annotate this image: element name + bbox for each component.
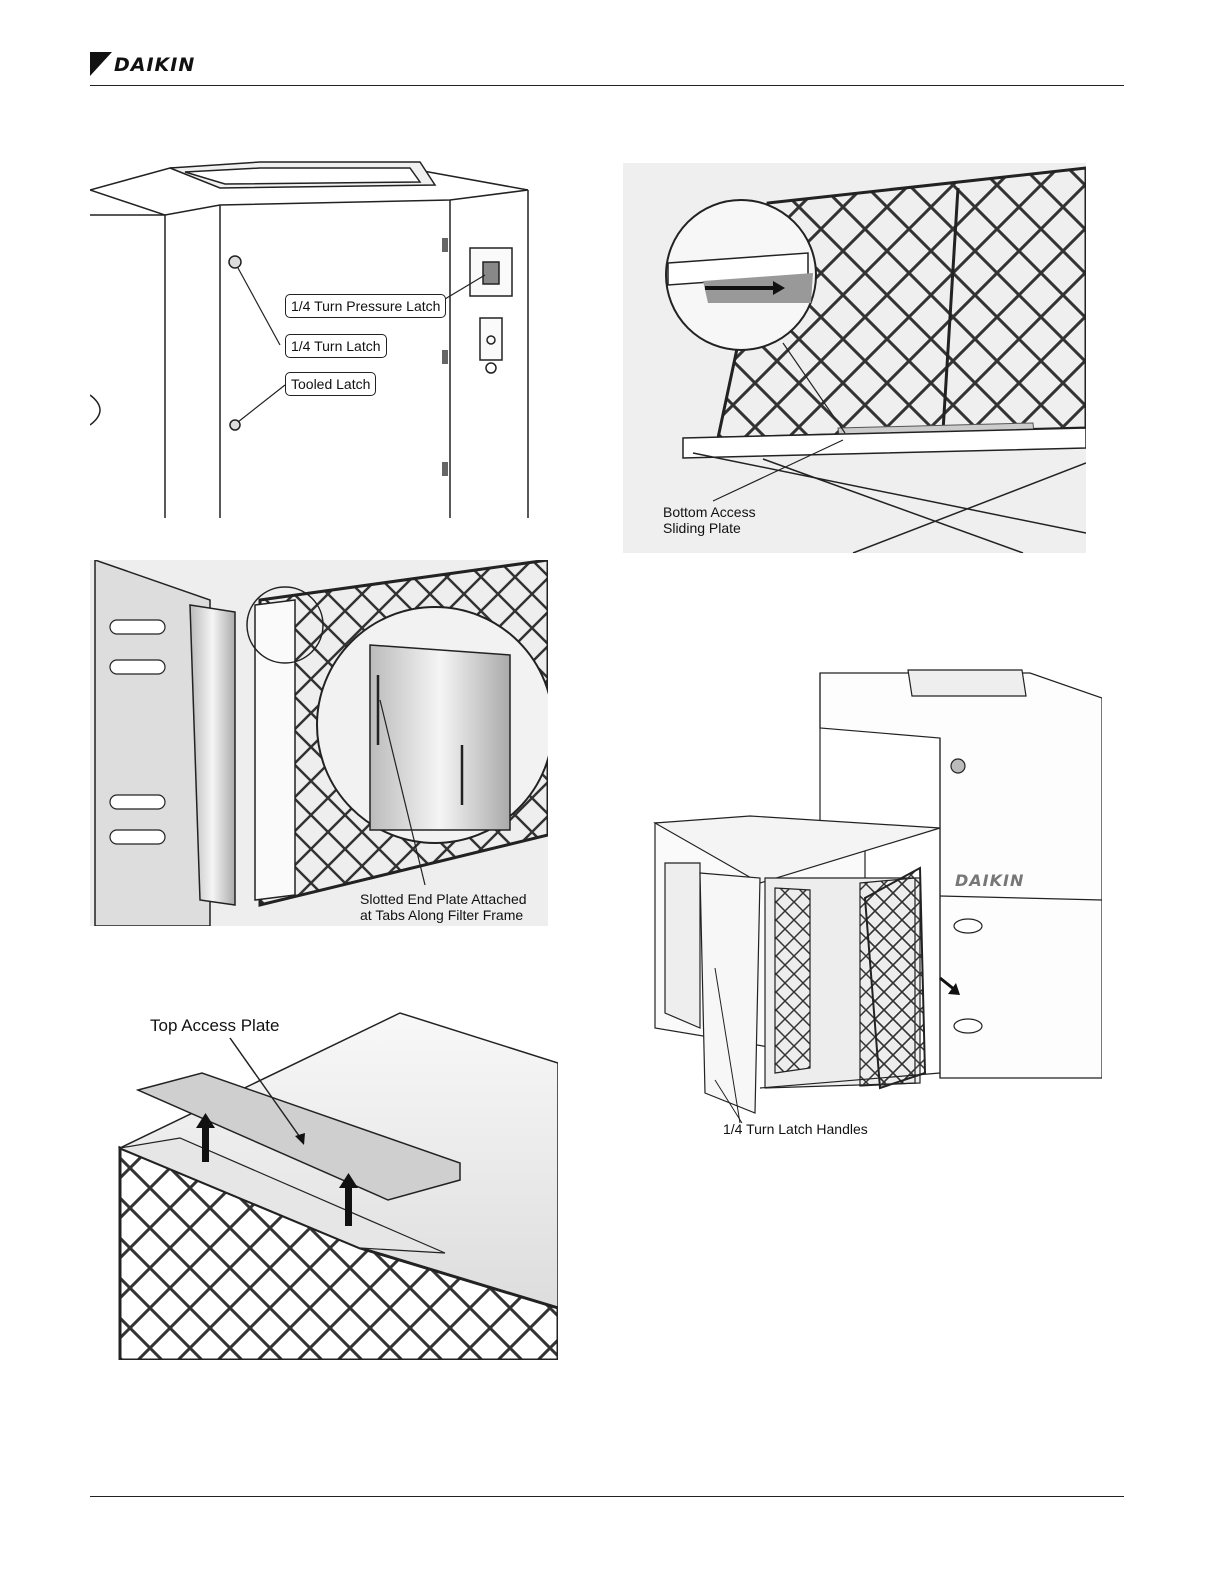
figure-bottom-access-plate: Bottom Access Sliding Plate <box>623 163 1086 553</box>
figure-top-access-plate: Top Access Plate <box>90 1008 558 1360</box>
unit-brand-mark: DAIKIN <box>955 871 1024 890</box>
header-rule <box>90 85 1124 86</box>
callout-tooled-latch: Tooled Latch <box>285 372 376 396</box>
label-top-access-plate: Top Access Plate <box>150 1016 279 1035</box>
figure-access-door-latches: 1/4 Turn Pressure Latch 1/4 Turn Latch T… <box>90 160 530 518</box>
label-bottom-access-line2: Sliding Plate <box>663 520 741 536</box>
callout-turn-latch: 1/4 Turn Latch <box>285 334 387 358</box>
figure-unit-filter-removal: DAIKIN 1/4 Turn Latch Handles <box>650 668 1102 1140</box>
bottom-access-drawing <box>623 163 1086 553</box>
callout-pressure-latch: 1/4 Turn Pressure Latch <box>285 294 446 318</box>
logo-brand-text: DAIKIN <box>114 54 195 76</box>
daikin-logo: DAIKIN <box>90 50 220 80</box>
figure-slotted-end-plate: Slotted End Plate Attached at Tabs Along… <box>90 560 548 926</box>
label-slotted-line2: at Tabs Along Filter Frame <box>360 907 523 923</box>
daikin-logo-icon <box>90 50 114 80</box>
label-slotted-line1: Slotted End Plate Attached <box>360 891 527 907</box>
slotted-end-plate-drawing <box>90 560 548 926</box>
top-access-drawing <box>90 1008 558 1360</box>
label-bottom-access-line1: Bottom Access <box>663 504 756 520</box>
footer-rule <box>90 1496 1124 1497</box>
label-latch-handles: 1/4 Turn Latch Handles <box>723 1121 868 1137</box>
unit-drawing <box>650 668 1102 1140</box>
